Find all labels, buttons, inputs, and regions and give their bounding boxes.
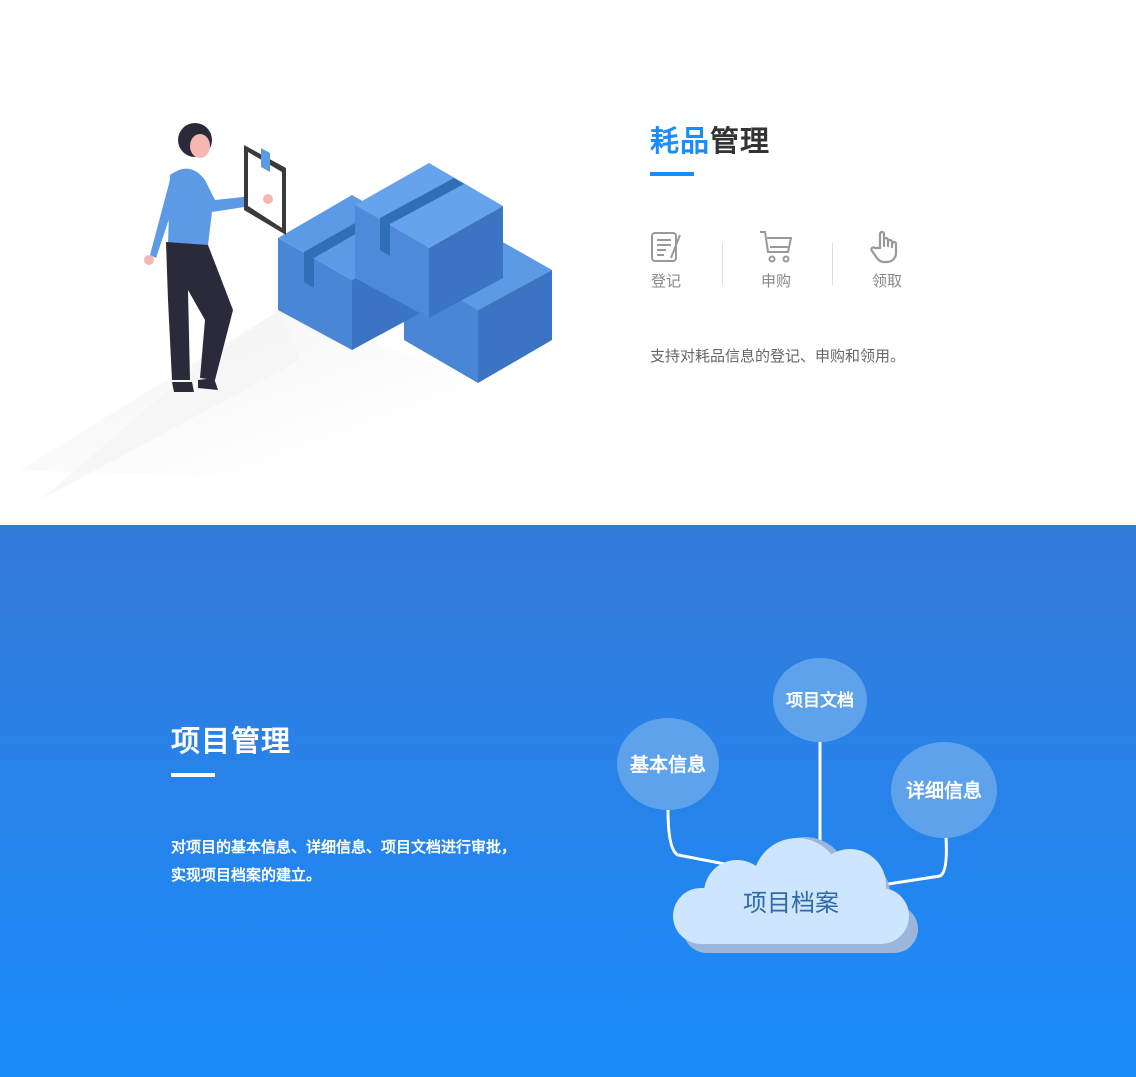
title-underline	[650, 172, 694, 176]
node-project-docs[interactable]	[773, 658, 867, 742]
register-form-icon	[651, 232, 681, 262]
feature-receive[interactable]: 领取	[857, 230, 917, 291]
project-description: 对项目的基本信息、详细信息、项目文档进行审批， 实现项目档案的建立。	[171, 833, 516, 889]
person-figure	[144, 123, 286, 392]
consumables-description: 支持对耗品信息的登记、申购和领用。	[650, 347, 906, 365]
shopping-cart-icon	[760, 231, 793, 263]
node-basic-info[interactable]	[617, 718, 719, 810]
description-line: 实现项目档案的建立。	[171, 866, 322, 884]
project-title: 项目管理	[171, 724, 292, 758]
hand-pointer-icon	[870, 230, 898, 264]
feature-purchase[interactable]: 申购	[746, 230, 806, 291]
consumables-section: 耗品管理 登记 申购 领取 支持对耗品信息的登记、申购和领用。	[0, 0, 1136, 525]
cloud-shape	[673, 838, 909, 944]
title-underline	[171, 773, 215, 777]
warehouse-illustration	[20, 123, 552, 500]
project-section: 项目档案 基本信息 项目文档 详细信息	[0, 525, 1136, 1077]
description-line: 对项目的基本信息、详细信息、项目文档进行审批，	[171, 838, 517, 856]
box-top	[355, 163, 503, 318]
feature-label: 申购	[760, 272, 791, 290]
feature-label: 登记	[650, 272, 681, 290]
title-highlight: 耗品	[650, 124, 711, 158]
feature-register[interactable]: 登记	[636, 230, 696, 291]
divider	[832, 243, 833, 285]
divider	[722, 243, 723, 285]
project-archive-diagram: 项目档案 基本信息 项目文档 详细信息	[617, 658, 997, 953]
node-label: 详细信息	[906, 779, 982, 802]
consumables-title: 耗品管理	[650, 118, 770, 160]
cloud-label: 项目档案	[743, 889, 839, 917]
feature-label: 领取	[871, 272, 902, 290]
title-rest: 管理	[710, 124, 771, 158]
node-detail-info[interactable]	[891, 742, 997, 838]
node-label: 项目文档	[786, 690, 854, 711]
connector-lines	[666, 742, 948, 886]
node-label: 基本信息	[629, 753, 706, 776]
